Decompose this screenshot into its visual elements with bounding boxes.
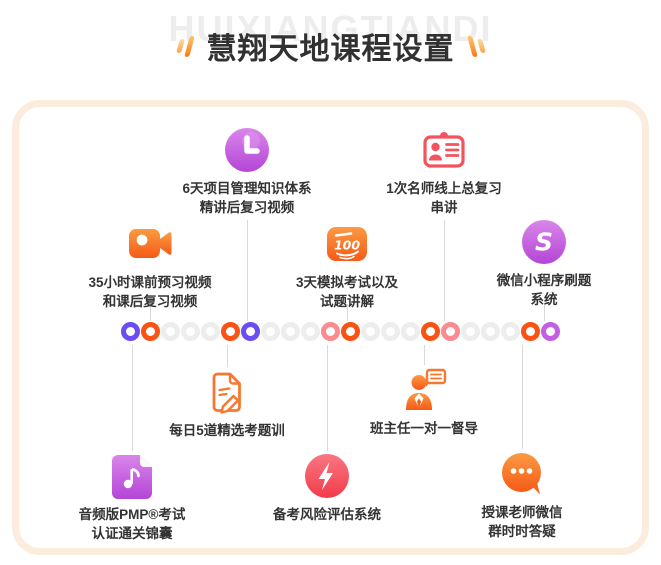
course-item: 班主任一对一督导: [339, 367, 509, 438]
timeline-ring-gray: [161, 322, 180, 341]
course-item: 音频版PMP®考试 认证通关锦囊: [47, 453, 217, 543]
course-item: 100 3天模拟考试以及 试题讲解: [262, 221, 432, 311]
timeline-ring-pink: [441, 322, 460, 341]
course-item-label: 授课老师微信 群时时答疑: [481, 505, 563, 539]
connector-line: [227, 345, 228, 367]
course-item-label: 微信小程序刷题 系统: [496, 273, 592, 307]
course-diagram: 6天项目管理知识体系 精讲后复习视频 1次名师线上总复习 串讲: [19, 107, 642, 548]
course-item-label: 1次名师线上总复习 串讲: [386, 181, 502, 215]
timeline-ring-gray: [461, 322, 480, 341]
tutor-icon: [400, 367, 448, 413]
timeline-ring-orange: [521, 322, 540, 341]
clock-icon: [224, 127, 270, 173]
timeline-ring-gray: [381, 322, 400, 341]
course-item: S 微信小程序刷题 系统: [459, 219, 629, 309]
timeline: [121, 322, 560, 341]
course-item-label: 备考风险评估系统: [273, 507, 381, 522]
audio-file-icon: [110, 453, 154, 499]
timeline-ring-orange: [421, 322, 440, 341]
lightning-icon: [304, 453, 350, 499]
title-row: 慧翔天地课程设置: [0, 27, 661, 66]
page-title: 慧翔天地课程设置: [206, 33, 455, 66]
timeline-ring-gray: [281, 322, 300, 341]
timeline-ring-gray: [301, 322, 320, 341]
chat-icon: [498, 451, 546, 497]
title-right-slashes-icon: [466, 35, 486, 57]
connector-line: [444, 220, 445, 321]
connector-line: [544, 304, 545, 321]
timeline-ring-orange: [341, 322, 360, 341]
score-100-icon: 100: [325, 221, 369, 267]
connector-line: [522, 345, 523, 449]
timeline-ring-orchid: [541, 322, 560, 341]
title-left-slashes-icon: [175, 35, 195, 57]
timeline-ring-gray: [481, 322, 500, 341]
course-item: 1次名师线上总复习 串讲: [359, 127, 529, 217]
id-card-icon: [421, 127, 467, 173]
timeline-ring-gray: [361, 322, 380, 341]
connector-line: [150, 304, 151, 321]
miniprogram-icon: S: [521, 219, 567, 265]
connector-line: [327, 345, 328, 451]
timeline-ring-gray: [401, 322, 420, 341]
course-item-label: 音频版PMP®考试 认证通关锦囊: [78, 507, 186, 541]
course-item-label: 每日5道精选考题训: [169, 423, 285, 438]
header: HUIXIANGTIANDI 慧翔天地课程设置: [0, 0, 661, 96]
course-card: 6天项目管理知识体系 精讲后复习视频 1次名师线上总复习 串讲: [12, 100, 649, 555]
svg-text:100: 100: [334, 238, 360, 253]
course-item: 授课老师微信 群时时答疑: [437, 451, 607, 541]
connector-line: [132, 345, 133, 451]
timeline-ring-gray: [201, 322, 220, 341]
course-item: 6天项目管理知识体系 精讲后复习视频: [162, 127, 332, 217]
svg-text:S: S: [535, 228, 553, 257]
timeline-ring-orange: [221, 322, 240, 341]
timeline-ring-orange: [141, 322, 160, 341]
course-item: 35小时课前预习视频 和课后复习视频: [65, 221, 235, 311]
timeline-ring-violet: [241, 322, 260, 341]
course-item-label: 班主任一对一督导: [370, 421, 478, 436]
video-camera-icon: [127, 221, 173, 267]
exam-pen-icon: [204, 369, 250, 415]
course-item: 备考风险评估系统: [242, 453, 412, 524]
course-item-label: 6天项目管理知识体系 精讲后复习视频: [182, 181, 312, 215]
course-item: 每日5道精选考题训: [142, 369, 312, 440]
connector-line: [424, 345, 425, 365]
timeline-ring-pink: [321, 322, 340, 341]
timeline-ring-gray: [261, 322, 280, 341]
timeline-ring-gray: [501, 322, 520, 341]
watermark-text: HUIXIANGTIANDI: [168, 8, 493, 49]
course-item-label: 3天模拟考试以及 试题讲解: [295, 275, 398, 309]
connector-line: [347, 304, 348, 321]
timeline-ring-gray: [181, 322, 200, 341]
connector-line: [247, 220, 248, 321]
course-item-label: 35小时课前预习视频 和课后复习视频: [88, 275, 212, 309]
timeline-ring-violet: [121, 322, 140, 341]
